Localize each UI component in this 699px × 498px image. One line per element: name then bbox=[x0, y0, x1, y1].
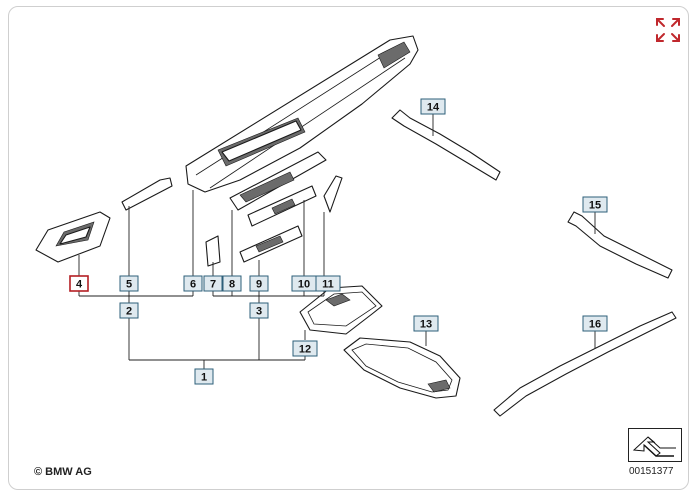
callout-13[interactable]: 13 bbox=[413, 315, 439, 332]
callout-15-label: 15 bbox=[589, 200, 601, 212]
copyright-label: © BMW AG bbox=[34, 466, 92, 478]
callout-14[interactable]: 14 bbox=[420, 98, 446, 115]
callout-13-label: 13 bbox=[420, 319, 432, 331]
callout-3-label: 3 bbox=[256, 306, 262, 318]
door-trim-strip-16 bbox=[493, 311, 677, 417]
callout-1[interactable]: 1 bbox=[194, 368, 214, 385]
callout-3[interactable]: 3 bbox=[249, 302, 269, 319]
console-bezel-12 bbox=[299, 285, 383, 335]
callout-16-label: 16 bbox=[589, 319, 601, 331]
callout-4[interactable]: 4 bbox=[69, 275, 89, 292]
callout-8[interactable]: 8 bbox=[222, 275, 242, 292]
door-trim-strip-15 bbox=[567, 211, 673, 279]
navigation-arrow-icon bbox=[628, 428, 682, 462]
dashboard-trim-main bbox=[185, 35, 419, 193]
callout-5[interactable]: 5 bbox=[119, 275, 139, 292]
callout-8-label: 8 bbox=[229, 279, 235, 291]
left-vent-trim bbox=[35, 211, 111, 263]
center-console-trim-13 bbox=[343, 337, 461, 399]
copyright-notice: © BMW AG bbox=[34, 466, 92, 478]
callout-4-label: 4 bbox=[76, 279, 83, 291]
callout-10-label: 10 bbox=[298, 279, 310, 291]
callout-11-label: 11 bbox=[322, 279, 334, 291]
callout-7[interactable]: 7 bbox=[203, 275, 223, 292]
callout-11[interactable]: 11 bbox=[315, 275, 341, 292]
callout-2[interactable]: 2 bbox=[119, 302, 139, 319]
callout-12[interactable]: 12 bbox=[292, 340, 318, 357]
small-trim-strip-5 bbox=[121, 177, 173, 211]
center-console-trim bbox=[229, 151, 327, 263]
door-trim-strip-14 bbox=[391, 109, 501, 181]
callout-1-label: 1 bbox=[201, 372, 207, 384]
callout-14-label: 14 bbox=[427, 102, 440, 114]
callout-9[interactable]: 9 bbox=[249, 275, 269, 292]
callout-15[interactable]: 15 bbox=[582, 196, 608, 213]
callout-7-label: 7 bbox=[210, 279, 216, 291]
callout-16[interactable]: 16 bbox=[582, 315, 608, 332]
callout-10[interactable]: 10 bbox=[291, 275, 317, 292]
callout-5-label: 5 bbox=[126, 279, 132, 291]
document-number: 00151377 bbox=[629, 466, 674, 477]
leader-lines bbox=[78, 114, 596, 369]
callout-6-label: 6 bbox=[190, 279, 196, 291]
callout-2-label: 2 bbox=[126, 306, 132, 318]
callout-9-label: 9 bbox=[256, 279, 262, 291]
callout-12-label: 12 bbox=[299, 344, 311, 356]
trim-piece-7 bbox=[205, 235, 221, 267]
expand-arrows-icon[interactable] bbox=[654, 16, 682, 44]
callout-6[interactable]: 6 bbox=[183, 275, 203, 292]
trim-strip-11 bbox=[323, 175, 343, 213]
